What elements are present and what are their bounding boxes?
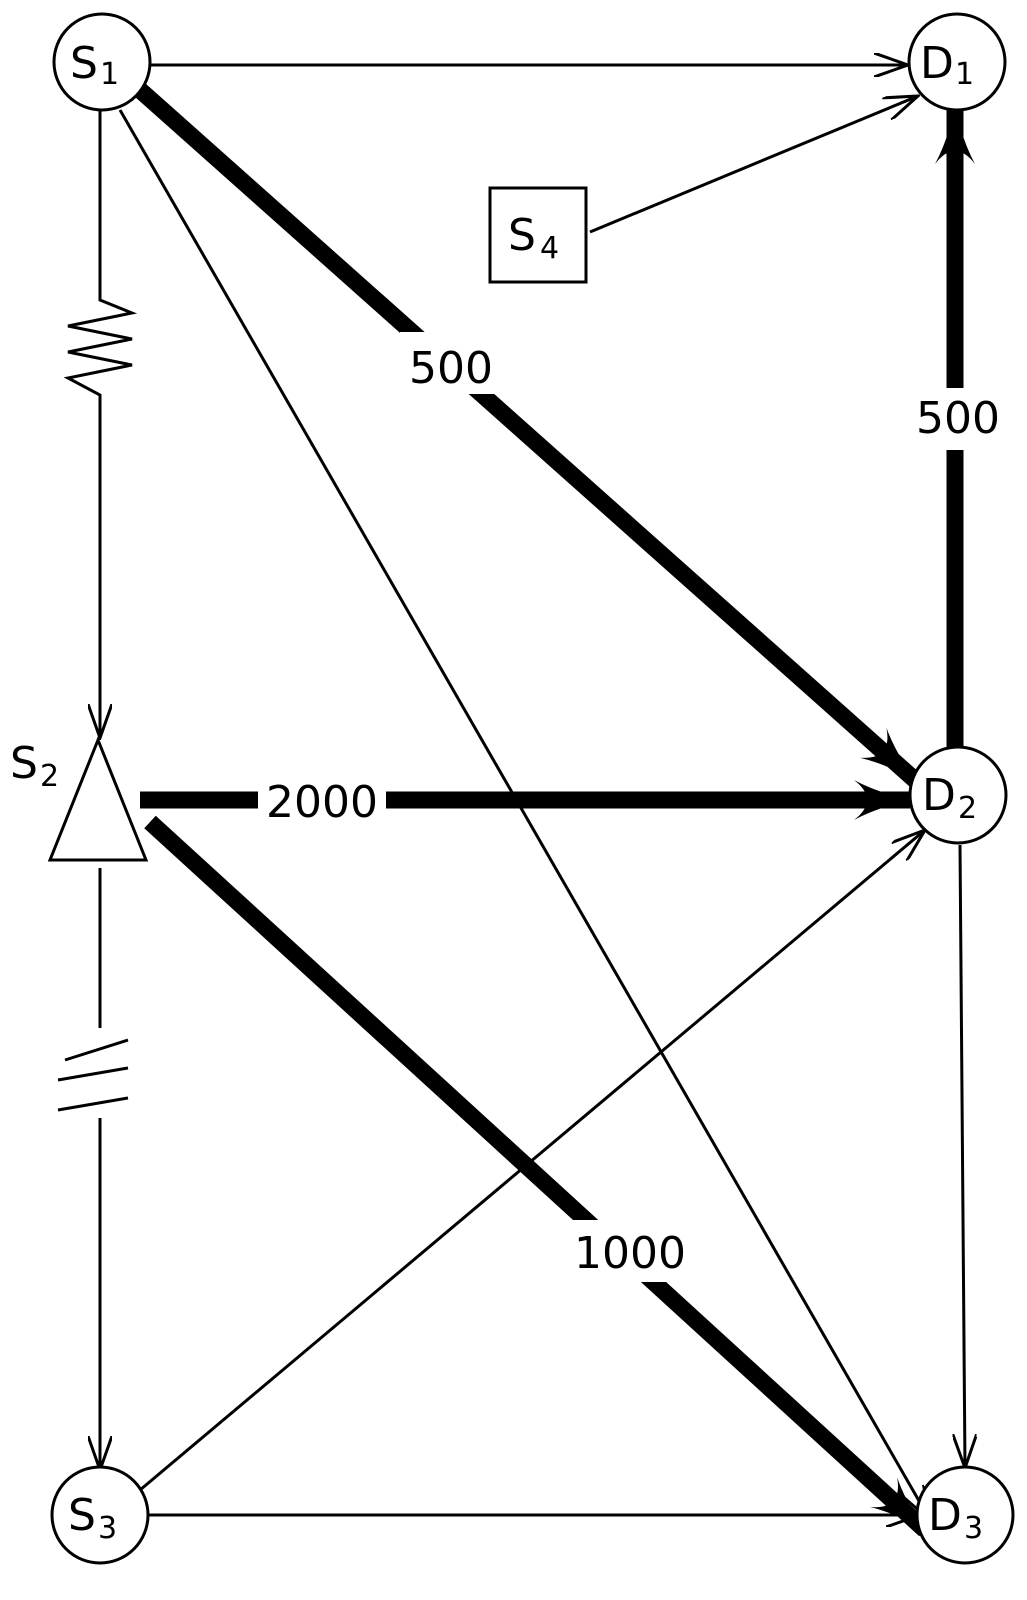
svg-text:S: S	[10, 738, 38, 789]
svg-text:D: D	[920, 38, 954, 89]
svg-text:S: S	[70, 38, 98, 89]
edge-s1-d3	[118, 109, 930, 1520]
svg-text:500: 500	[916, 393, 1000, 444]
edge-s2-s3	[57, 868, 129, 1470]
node-d3: D 3	[915, 1465, 1015, 1565]
edge-d2-d3	[960, 844, 965, 1468]
flow-label-s2-d3: 1000	[562, 1220, 694, 1282]
svg-text:4: 4	[540, 231, 559, 266]
edge-s1-d2	[134, 83, 921, 787]
svg-text:2: 2	[958, 791, 977, 826]
svg-text:S: S	[508, 210, 536, 261]
svg-text:1: 1	[955, 57, 974, 92]
svg-text:1000: 1000	[574, 1228, 686, 1279]
node-d2: D 2	[908, 745, 1008, 845]
svg-text:D: D	[928, 1490, 962, 1541]
edge-s2-d3	[144, 815, 931, 1537]
node-s1: S 1	[52, 12, 152, 112]
flow-label-s2-d2: 2000	[258, 772, 386, 828]
node-s4: S 4	[488, 186, 588, 284]
svg-text:2: 2	[40, 759, 59, 794]
edge-s1-s2	[63, 110, 138, 738]
edge-s4-d1	[589, 96, 918, 234]
svg-text:1: 1	[100, 57, 119, 92]
flow-label-d2-d1: 500	[910, 388, 1008, 450]
svg-text:3: 3	[964, 1511, 983, 1546]
svg-text:S: S	[68, 1490, 96, 1541]
node-s3: S 3	[50, 1465, 150, 1565]
node-d1: D 1	[907, 12, 1007, 112]
svg-text:3: 3	[98, 1511, 117, 1546]
svg-text:2000: 2000	[266, 777, 378, 828]
svg-text:500: 500	[409, 343, 493, 394]
flow-label-s1-d2: 500	[400, 332, 500, 394]
svg-text:D: D	[922, 770, 956, 821]
node-s2: S 2	[10, 735, 149, 862]
